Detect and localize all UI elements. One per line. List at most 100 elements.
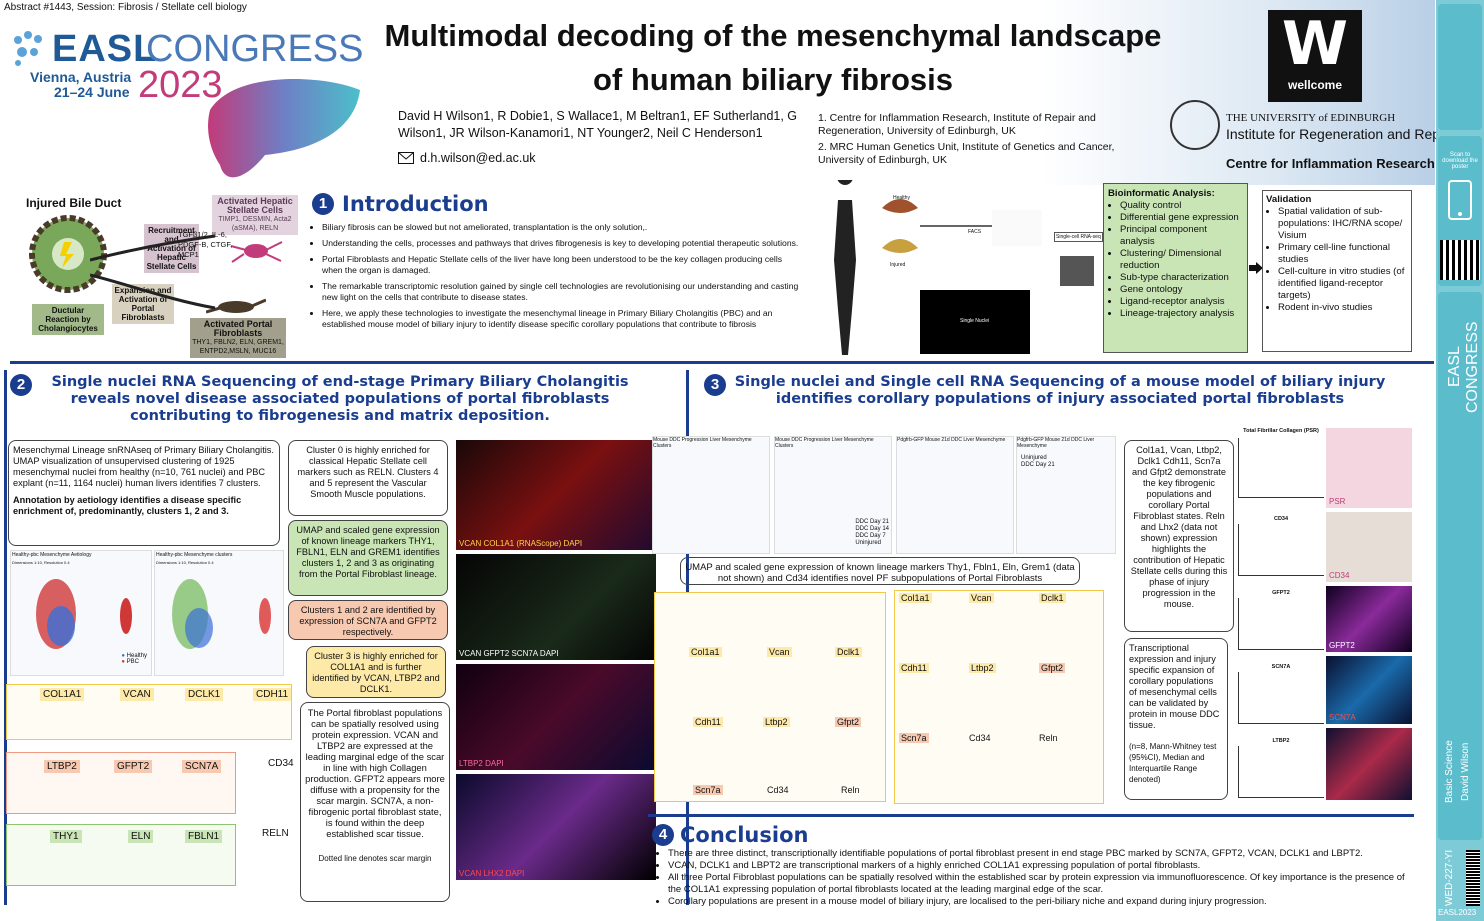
- legend-item: DDC Day 21: [1021, 462, 1055, 468]
- legend-item: Uninjured: [855, 540, 881, 546]
- bio-item: Quality control: [1120, 200, 1243, 212]
- uoe-name: THE UNIVERSITY of EDINBURGH: [1226, 112, 1396, 124]
- micro-panel-1: VCAN COL1A1 (RNAScope) DAPI: [456, 440, 656, 550]
- stats-panel-title: GFPT2: [1272, 590, 1290, 596]
- gene-label: LTBP2: [44, 760, 80, 773]
- injured-bile-duct-label: Injured Bile Duct: [26, 196, 122, 210]
- affiliations: 1. Centre for Inflammation Research, Ins…: [818, 112, 1163, 170]
- cluster3-box: Cluster 3 is highly enriched for COL1A1 …: [306, 646, 446, 698]
- qr-code[interactable]: [1440, 240, 1480, 280]
- mouse-micro-2: CD34: [1326, 512, 1412, 582]
- micro-caption: SCN7A: [1329, 713, 1356, 722]
- workflow-nuclei: Single Nuclei: [960, 318, 990, 324]
- cluster0-box: Cluster 0 is highly enriched for classic…: [288, 440, 448, 516]
- title-line-1: Multimodal decoding of the mesenchymal l…: [384, 18, 1162, 53]
- bio-item: Ligand-receptor analysis: [1120, 296, 1243, 308]
- umap1-subtitle: Dimensions 1:10, Resolution 0.4: [12, 560, 70, 565]
- validation-item: Spatial validation of sub-populations: I…: [1278, 206, 1408, 242]
- mouse-micro-3: GFPT2: [1326, 586, 1412, 652]
- validation-item: Cell-culture in vitro studies (of identi…: [1278, 266, 1408, 302]
- bio-item: Sub-type characterization: [1120, 272, 1243, 284]
- micro-panel-3: LTBP2 DAPI: [456, 664, 656, 770]
- congress-word: CONGRESS: [146, 28, 364, 70]
- arrow-right-icon: [1249, 262, 1263, 274]
- validation-item: Primary cell-line functional studies: [1278, 242, 1408, 266]
- intro-title: Introduction: [342, 192, 489, 216]
- bio-item: Gene ontology: [1120, 284, 1243, 296]
- bio-item: Principal component analysis: [1120, 224, 1243, 248]
- liver-graphic: [208, 78, 360, 178]
- gene-label: Gfpt2: [1039, 663, 1066, 673]
- sec3-box-b-text: Transcriptional expression and injury sp…: [1129, 643, 1220, 730]
- clusters12-box: Clusters 1 and 2 are identified by expre…: [288, 600, 448, 640]
- gene-label: Reln: [841, 785, 860, 795]
- legend-pbc: PBC: [126, 659, 139, 665]
- sidebar-footer: EASL2023: [1438, 908, 1477, 917]
- sec2-box-text-b: Annotation by aetiology identifies a dis…: [13, 495, 242, 516]
- umap2-subtitle: Dimensions 1:10, Resolution 0.4: [156, 560, 214, 565]
- gene-label: Col1a1: [689, 647, 722, 657]
- envelope-icon: [398, 152, 414, 164]
- intro-item: Understanding the cells, processes and p…: [322, 238, 800, 249]
- intro-number: 1: [312, 193, 334, 215]
- mouse-micro-5: [1326, 728, 1412, 800]
- phone-icon: [1448, 180, 1472, 220]
- email[interactable]: d.h.wilson@ed.ac.uk: [398, 151, 536, 165]
- legend-item: DDC Day 7: [855, 533, 886, 539]
- hsc-box: Activated Hepatic Stellate Cells TIMP1, …: [212, 195, 298, 235]
- legend-item: DDC Day 21: [855, 519, 889, 525]
- ductular-reaction-label: Ductular Reaction by Cholangiocytes: [32, 304, 104, 335]
- mouse-umap-title: Pdgfrb-GFP Mouse 21d DDC Liver Mesenchym…: [1017, 437, 1095, 449]
- email-address[interactable]: d.h.wilson@ed.ac.uk: [420, 151, 536, 165]
- legend-healthy: Healthy: [126, 653, 147, 659]
- conclusion-item: VCAN, DCLK1 and LBPT2 are transcriptiona…: [668, 860, 1412, 872]
- scan-text: Scan to download the poster: [1442, 152, 1478, 170]
- legend-item: Uninjured: [1021, 455, 1047, 461]
- gene-label: SCN7A: [182, 760, 222, 773]
- gene-label: Ltbp2: [969, 663, 996, 673]
- city: Vienna, Austria: [30, 69, 132, 85]
- micro-caption: LTBP2 DAPI: [459, 759, 504, 768]
- gene-label: Dclk1: [1039, 593, 1066, 603]
- sec2-number-wrap: 2: [10, 374, 32, 396]
- affiliation-1: 1. Centre for Inflammation Research, Ins…: [818, 112, 1096, 137]
- bile-duct-graphic: [29, 215, 107, 293]
- gene-label: Ltbp2: [763, 717, 790, 727]
- sec2-number: 2: [10, 374, 32, 396]
- sidebar-congress: EASL CONGRESS 2023: [1446, 321, 1484, 413]
- bio-item: Clustering/ Dimensional reduction: [1120, 248, 1243, 272]
- stats-plot-4: [1238, 672, 1324, 724]
- hsc-genes: TIMP1, DESMIN, Acta2 (aSMA), RELN: [218, 216, 292, 232]
- umap2-title: Healthy-pbc Mesenchyme clusters: [156, 552, 233, 558]
- gene-label: CDH11: [253, 688, 292, 701]
- wellcome-w-icon: W: [1281, 9, 1349, 79]
- mouse-umap-title: Mouse DDC Progression Liver Mesenchyme C…: [653, 437, 752, 449]
- sidebar-author: David Wilson: [1460, 742, 1471, 802]
- umap1-plot: [36, 579, 132, 649]
- gene-label: GFPT2: [114, 760, 153, 773]
- wellcome-logo: W wellcome: [1268, 10, 1362, 102]
- umap2-plot: [172, 579, 271, 649]
- stats-plot-5: [1238, 746, 1324, 798]
- header-gradient: [1040, 0, 1435, 185]
- workflow-scrna: Single-cell RNA-seq: [1054, 232, 1103, 242]
- micro-caption: VCAN GFPT2 SCN7A DAPI: [459, 649, 559, 658]
- intro-item: Here, we apply these technologies to inv…: [322, 308, 800, 330]
- abstract-info: Abstract #1443, Session: Fibrosis / Stel…: [4, 2, 247, 13]
- pf-genes: THY1, FBLN2, ELN, GREM1, ENTPD2,MSLN, MU…: [192, 339, 284, 355]
- workflow-facs: FACS: [968, 229, 982, 235]
- gene-label: Dclk1: [835, 647, 862, 657]
- uoe-crest-icon: [1170, 100, 1220, 150]
- stats-panel-title: SCN7A: [1271, 664, 1291, 670]
- legend-item: DDC Day 14: [855, 526, 889, 532]
- validation-title: Validation: [1266, 194, 1312, 205]
- barcode: [1466, 850, 1480, 906]
- mouse-umap-2: Mouse DDC Progression Liver Mesenchyme C…: [774, 436, 892, 554]
- poster-title: Multimodal decoding of the mesenchymal l…: [378, 14, 1168, 102]
- venue: Vienna, Austria 21–24 June: [30, 70, 131, 100]
- sidebar: Scan to download the poster EASL CONGRES…: [1436, 0, 1484, 921]
- micro-caption: VCAN LHX2 DAPI: [459, 869, 525, 878]
- micro-caption: CD34: [1329, 571, 1350, 580]
- mouse-umap-title: Pdgfrb-GFP Mouse 21d DDC Liver Mesenchym…: [897, 437, 1006, 443]
- lightning-icon: [60, 242, 74, 268]
